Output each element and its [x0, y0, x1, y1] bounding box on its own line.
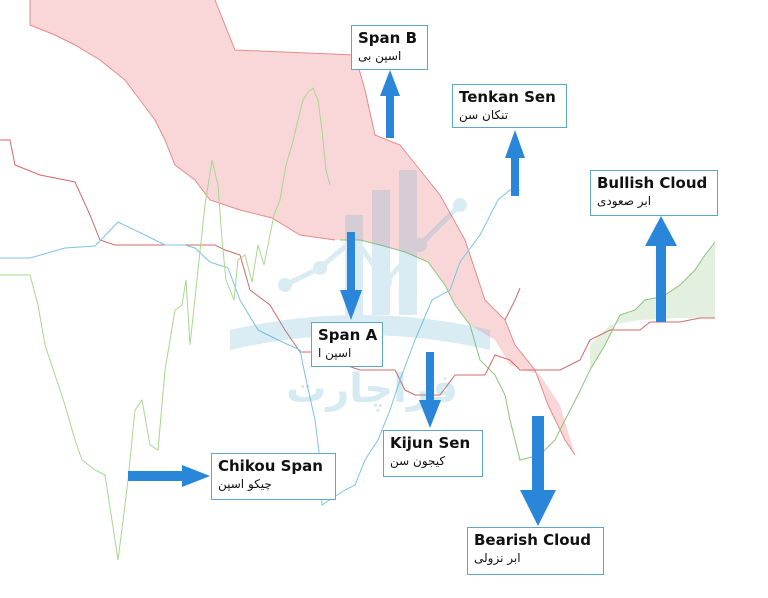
arrow-bearish-cloud	[520, 416, 556, 526]
label-span-b-fa: اسپن بی	[358, 49, 402, 63]
label-chikou-span: Chikou Span چیکو اسپن	[211, 453, 336, 500]
label-span-a-fa: اسپن ا	[318, 346, 352, 360]
label-span-a-en: Span A	[318, 326, 378, 344]
arrow-chikou-span	[128, 465, 210, 487]
label-tenkan-sen: Tenkan Sen تنکان سن	[452, 84, 567, 128]
chikou-span-line	[0, 87, 331, 561]
label-bullish-cloud: Bullish Cloud ابر صعودی	[590, 170, 718, 216]
arrow-tenkan-sen	[505, 130, 525, 196]
label-chikou-span-fa: چیکو اسپن	[218, 477, 272, 491]
label-bearish-cloud-en: Bearish Cloud	[474, 531, 591, 549]
arrow-span-b	[380, 70, 400, 138]
bullish-cloud-area	[590, 242, 715, 370]
label-bullish-cloud-fa: ابر صعودی	[597, 194, 652, 208]
label-kijun-sen: Kijun Sen کیجون سن	[383, 430, 483, 477]
label-span-a: Span A اسپن ا	[311, 322, 383, 367]
span-b-line	[29, 0, 336, 241]
label-bullish-cloud-en: Bullish Cloud	[597, 174, 708, 192]
arrow-bullish-cloud	[645, 216, 677, 322]
label-tenkan-sen-en: Tenkan Sen	[459, 88, 556, 106]
kijun-sen-tail	[504, 287, 521, 321]
label-kijun-sen-fa: کیجون سن	[390, 454, 446, 468]
label-tenkan-sen-fa: تنکان سن	[459, 108, 509, 122]
label-bearish-cloud: Bearish Cloud ابر نزولی	[467, 527, 604, 575]
label-bearish-cloud-fa: ابر نزولی	[474, 551, 521, 565]
arrow-span-a	[340, 232, 362, 320]
span-b-line-top	[214, 0, 576, 456]
label-span-b: Span B اسپن بی	[351, 25, 428, 70]
label-span-b-en: Span B	[358, 29, 417, 47]
label-chikou-span-en: Chikou Span	[218, 457, 323, 475]
arrow-kijun-sen	[419, 352, 441, 428]
bearish-cloud-area	[30, 0, 575, 455]
kijun-sen-line	[0, 139, 715, 396]
label-kijun-sen-en: Kijun Sen	[390, 434, 471, 452]
tenkan-sen-line	[0, 189, 520, 506]
